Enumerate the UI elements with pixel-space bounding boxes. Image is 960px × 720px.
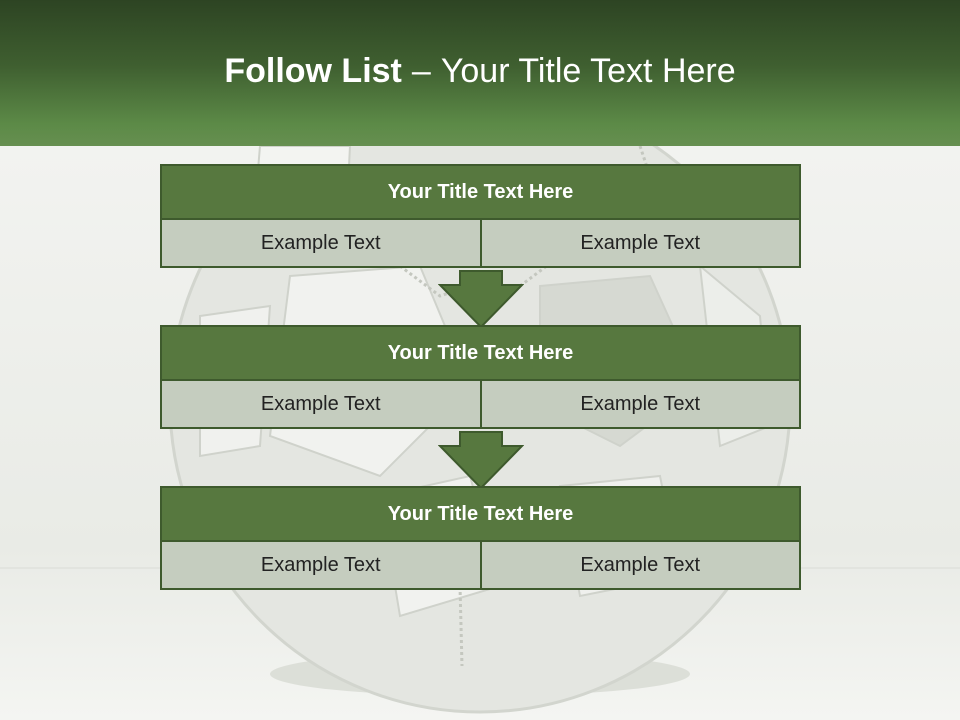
- slide-title: Follow List–Your Title Text Here: [0, 52, 960, 91]
- title-separator: –: [411, 52, 431, 90]
- title-rest: Your Title Text Here: [440, 52, 736, 90]
- down-arrow-icon: [438, 270, 524, 328]
- block-title: Your Title Text Here: [160, 325, 801, 381]
- list-block-2: Your Title Text Here Example Text Exampl…: [160, 325, 801, 429]
- block-cell-right: Example Text: [479, 540, 801, 590]
- title-bold: Follow List: [224, 52, 402, 90]
- block-cell-right: Example Text: [479, 379, 801, 429]
- block-row: Example Text Example Text: [160, 379, 801, 429]
- block-cell-left: Example Text: [160, 218, 482, 268]
- block-title: Your Title Text Here: [160, 164, 801, 220]
- block-cell-left: Example Text: [160, 540, 482, 590]
- block-row: Example Text Example Text: [160, 540, 801, 590]
- block-title: Your Title Text Here: [160, 486, 801, 542]
- header-banner: Follow List–Your Title Text Here: [0, 0, 960, 146]
- block-row: Example Text Example Text: [160, 218, 801, 268]
- list-block-3: Your Title Text Here Example Text Exampl…: [160, 486, 801, 590]
- block-cell-right: Example Text: [479, 218, 801, 268]
- block-cell-left: Example Text: [160, 379, 482, 429]
- down-arrow-icon: [438, 431, 524, 489]
- list-block-1: Your Title Text Here Example Text Exampl…: [160, 164, 801, 268]
